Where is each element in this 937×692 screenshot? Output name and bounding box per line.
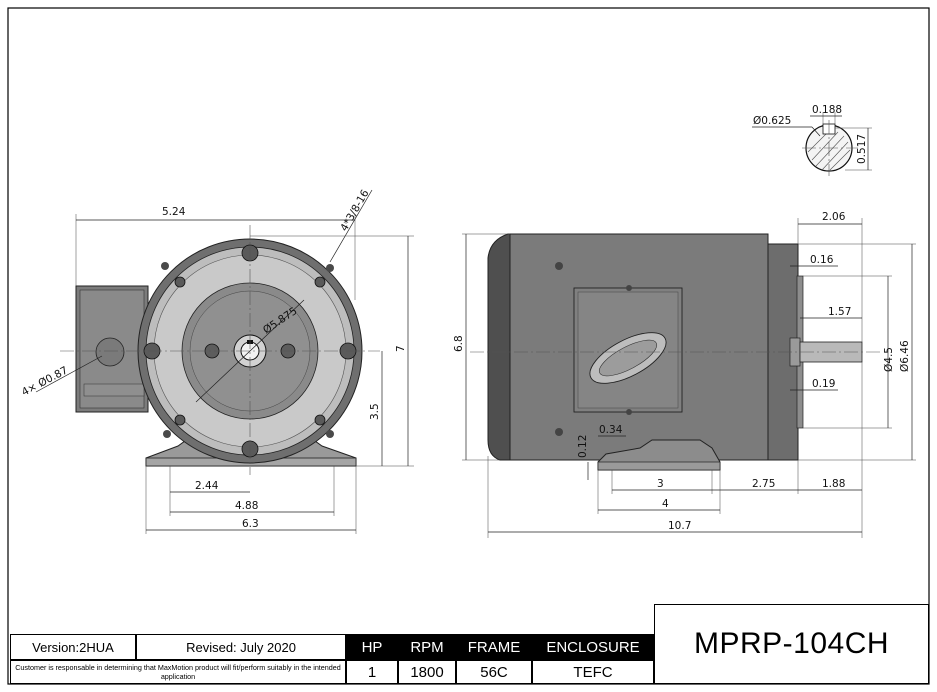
dim-overall: 10.7 — [668, 520, 691, 532]
dim-key-depth: 0.517 — [856, 134, 868, 164]
dim-holes: 4× Ø0.87 — [20, 364, 70, 398]
dim-foot-to-face: 2.75 — [752, 478, 775, 490]
dim-shaft-height: 3.5 — [369, 403, 381, 420]
title-block: Version:2HUA Revised: July 2020 Customer… — [10, 604, 929, 684]
header-frame: FRAME — [456, 634, 532, 660]
dim-section-diameter: Ø0.625 — [753, 115, 791, 127]
dim-face: 0.16 — [810, 254, 834, 266]
dim-pilot: Ø4.5 — [883, 347, 895, 372]
disclaimer-cell: Customer is responsable in determining t… — [10, 660, 346, 684]
value-rpm: 1800 — [398, 660, 456, 684]
dim-foot-mount: 3 — [657, 478, 664, 490]
header-rpm: RPM — [398, 634, 456, 660]
dim-key-width: 0.188 — [812, 104, 842, 116]
version-cell: Version:2HUA — [10, 634, 136, 660]
model-number: MPRP-104CH — [654, 604, 929, 684]
header-enclosure: ENCLOSURE — [532, 634, 654, 660]
revised-cell: Revised: July 2020 — [136, 634, 346, 660]
dim-shoulder: 0.19 — [812, 378, 835, 390]
dim-shaft-ext: 2.06 — [822, 211, 846, 223]
dim-base-half: 2.44 — [195, 480, 219, 492]
dim-face-dia: Ø6.46 — [899, 340, 911, 372]
shaft-section: Ø0.625 0.188 0.517 — [752, 104, 872, 176]
sheet-border — [7, 7, 930, 685]
dim-side-height: 6.8 — [453, 335, 465, 352]
dim-slot: 0.34 — [599, 424, 623, 436]
dim-base-mount: 4.88 — [235, 500, 258, 512]
value-hp: 1 — [346, 660, 398, 684]
dim-key-len: 1.57 — [828, 306, 851, 318]
dim-foot-t: 0.12 — [577, 435, 589, 458]
header-hp: HP — [346, 634, 398, 660]
dim-shaft-len: 1.88 — [822, 478, 845, 490]
front-view: 5.24 4*3/8-16 Ø5.875 7 3.5 4× Ø0.87 2.44… — [20, 187, 414, 534]
dim-height-total: 7 — [395, 345, 407, 352]
brand-logo — [589, 332, 667, 384]
value-enclosure: TEFC — [532, 660, 654, 684]
side-view: 6.8 2.06 0.16 1.57 Ø4.5 Ø6.46 0.19 0.12 … — [453, 211, 916, 538]
value-frame: 56C — [456, 660, 532, 684]
dim-foot-total: 4 — [662, 498, 669, 510]
dim-width-top: 5.24 — [162, 206, 186, 218]
dim-base-total: 6.3 — [242, 518, 259, 530]
